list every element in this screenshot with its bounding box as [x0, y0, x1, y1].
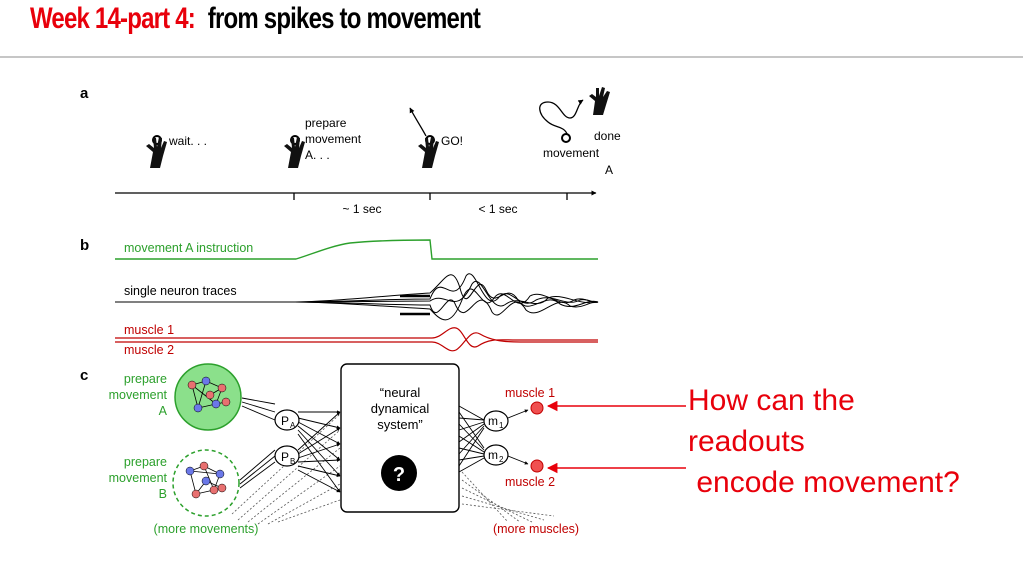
node-m2-sub: 2 — [499, 455, 504, 464]
pop-a-line3: A — [159, 404, 168, 418]
output-connections — [458, 405, 529, 473]
question-line2: readouts — [688, 425, 805, 458]
hand-icon — [284, 135, 305, 168]
more-muscles-label: (more muscles) — [493, 522, 579, 536]
panel-c: c prepare movement A prepare movement B — [80, 363, 579, 536]
system-line1: “neural — [380, 385, 421, 400]
title-topic: from spikes to movement — [207, 2, 481, 35]
trace-muscle1-label: muscle 1 — [124, 323, 174, 337]
hand-icon — [146, 135, 167, 168]
more-movements-label: (more movements) — [154, 522, 259, 536]
node-pb-sub: B — [290, 457, 295, 466]
instruction-trace — [115, 239, 598, 260]
system-unknown: ? — [393, 464, 405, 486]
muscle1-label: muscle 1 — [505, 386, 555, 400]
muscle2-label: muscle 2 — [505, 475, 555, 489]
pop-b-line2: movement — [109, 471, 168, 485]
slide-title: Week 14-part 4: from spikes to movement — [30, 2, 481, 46]
pop-a-line2: movement — [109, 388, 168, 402]
node-m1-label: m — [488, 414, 498, 428]
question-text: How can the readouts encode movement? — [688, 380, 960, 503]
panel-b-label: b — [80, 237, 89, 254]
trace-muscle2-label: muscle 2 — [124, 343, 174, 357]
title-divider — [0, 56, 1023, 58]
node-m2: m 2 — [483, 444, 509, 466]
muscle1-trace — [115, 327, 598, 348]
event-done-3: A — [605, 163, 613, 177]
muscle2-dot — [530, 459, 544, 473]
hand-icon — [409, 107, 439, 168]
event-prepare-2: movement — [305, 132, 362, 146]
event-prepare-1: prepare — [305, 116, 347, 130]
trace-instruction-label: movement A instruction — [124, 241, 253, 255]
trace-neurons-label: single neuron traces — [124, 284, 237, 298]
title-week: Week 14-part 4: — [30, 2, 196, 35]
muscle2-trace — [115, 332, 598, 352]
node-pb-label: P — [281, 450, 289, 464]
node-m1-sub: 1 — [499, 421, 504, 430]
question-line3: encode movement? — [688, 466, 960, 499]
pop-a-line1: prepare — [124, 372, 167, 386]
more-muscles-connections — [461, 471, 555, 523]
population-a-network — [174, 363, 242, 431]
node-pb: P B — [274, 445, 300, 467]
muscle1-dot — [530, 401, 544, 415]
system-line2: dynamical — [371, 401, 430, 416]
event-done-1: done — [594, 129, 621, 143]
panel-c-label: c — [80, 367, 88, 384]
panel-a: a wait. . . prepare movement A. . . GO! … — [80, 85, 621, 216]
node-m1: m 1 — [483, 410, 509, 432]
interval-move: < 1 sec — [478, 202, 517, 216]
panel-b: b movement A instruction single neuron t… — [80, 237, 599, 357]
event-done-2: movement — [543, 146, 600, 160]
input-connections — [239, 397, 341, 493]
event-wait: wait. . . — [168, 134, 207, 148]
pop-b-line3: B — [159, 487, 167, 501]
hand-icon — [539, 87, 610, 143]
question-line1: How can the — [688, 384, 855, 417]
unknown-icon — [381, 455, 417, 491]
node-pa-label: P — [281, 414, 289, 428]
neuron-traces — [115, 273, 599, 321]
dynamical-system-box: “neural dynamical system” ? — [340, 363, 460, 513]
panel-a-label: a — [80, 85, 89, 102]
event-prepare-3: A. . . — [305, 148, 330, 162]
event-go: GO! — [441, 134, 463, 148]
population-b-network — [172, 449, 240, 517]
node-pa: P A — [274, 409, 300, 431]
node-pa-sub: A — [290, 421, 296, 430]
interval-prep: ~ 1 sec — [342, 202, 381, 216]
system-line3: system” — [377, 417, 423, 432]
pop-b-line1: prepare — [124, 455, 167, 469]
node-m2-label: m — [488, 448, 498, 462]
